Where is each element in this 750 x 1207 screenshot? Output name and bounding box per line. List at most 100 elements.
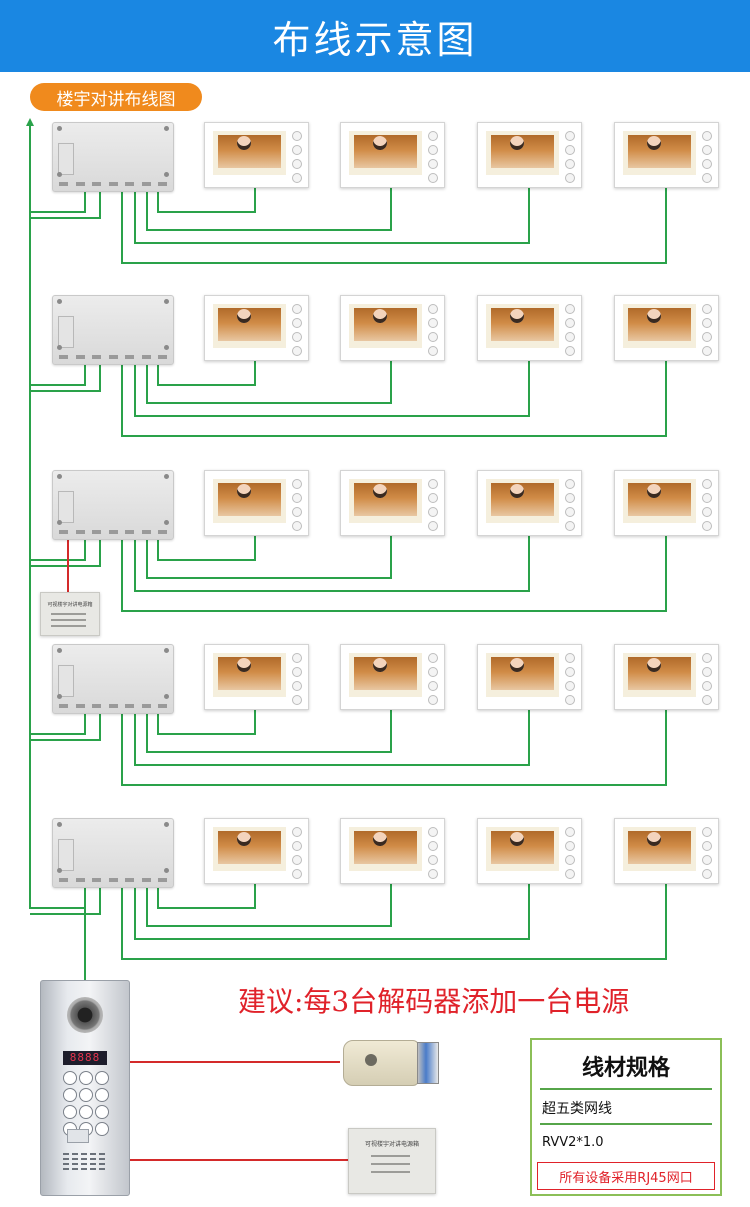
door-station: 8888 — [40, 980, 130, 1196]
monitor-screen — [486, 653, 559, 697]
spec-divider — [540, 1123, 712, 1125]
monitor-screen — [349, 131, 422, 175]
monitor-buttons — [702, 827, 712, 879]
decoder-window — [58, 491, 74, 523]
indoor-monitor — [204, 818, 309, 884]
decoder-to-monitor-wire — [134, 882, 530, 940]
decoder-to-monitor-wire — [146, 882, 392, 927]
monitor-buttons — [702, 304, 712, 356]
indoor-monitor — [614, 295, 719, 361]
decoder-ports — [59, 182, 167, 187]
keyhole-icon — [365, 1054, 377, 1066]
baby-photo-icon — [237, 484, 251, 498]
monitor-screen — [213, 479, 286, 523]
baby-photo-icon — [647, 309, 661, 323]
power-supply-label: 可视楼宇对讲电源箱 — [364, 1141, 419, 1148]
decoder-window — [58, 839, 74, 871]
key-button — [95, 1105, 109, 1119]
indoor-monitor — [477, 295, 582, 361]
baby-photo-icon — [373, 658, 387, 672]
baby-photo-icon — [510, 658, 524, 672]
monitor-screen — [349, 653, 422, 697]
decoder-3 — [52, 470, 174, 540]
decoder-to-monitor-wire — [134, 359, 530, 417]
cable-spec-box: 线材规格 超五类网线 RVV2*1.0 所有设备采用RJ45网口 — [530, 1038, 722, 1196]
monitor-screen — [623, 653, 696, 697]
baby-photo-icon — [373, 309, 387, 323]
indoor-monitor — [204, 295, 309, 361]
power-supply-box-mid: 可视楼宇对讲电源箱 — [40, 592, 100, 636]
decoder-ports — [59, 704, 167, 709]
monitor-buttons — [428, 131, 438, 183]
indoor-monitor — [204, 644, 309, 710]
decoder-to-monitor-wire — [121, 186, 667, 264]
riser-wire-inner — [30, 538, 101, 567]
riser-wire-inner — [30, 886, 101, 915]
psu-rating-line — [51, 625, 86, 627]
indoor-monitor — [477, 122, 582, 188]
section-tag: 楼宇对讲布线图 — [30, 83, 202, 111]
monitor-buttons — [565, 653, 575, 705]
speaker-grille — [63, 1153, 107, 1173]
decoder-to-monitor-wire — [134, 708, 530, 766]
psu-rating-line — [371, 1163, 410, 1165]
baby-photo-icon — [510, 484, 524, 498]
decoder-window — [58, 316, 74, 348]
monitor-screen — [623, 304, 696, 348]
key-button — [79, 1105, 93, 1119]
monitor-screen — [213, 827, 286, 871]
monitor-screen — [486, 304, 559, 348]
indoor-monitor — [614, 470, 719, 536]
decoder-window — [58, 665, 74, 697]
power-supply-box-bottom: 可视楼宇对讲电源箱 — [348, 1128, 436, 1194]
baby-photo-icon — [510, 136, 524, 150]
baby-photo-icon — [237, 309, 251, 323]
monitor-buttons — [565, 479, 575, 531]
decoder-to-monitor-wire — [146, 359, 392, 404]
monitor-screen — [349, 304, 422, 348]
decoder-to-monitor-wire — [134, 534, 530, 592]
decoder-to-monitor-wire — [146, 708, 392, 753]
arrow-up-icon — [26, 118, 34, 126]
monitor-buttons — [428, 479, 438, 531]
monitor-screen — [486, 827, 559, 871]
monitor-buttons — [292, 479, 302, 531]
indoor-monitor — [477, 644, 582, 710]
decoder-to-monitor-wire — [121, 708, 667, 786]
baby-photo-icon — [510, 832, 524, 846]
decoder-4 — [52, 644, 174, 714]
monitor-screen — [349, 827, 422, 871]
riser-wire-inner — [30, 363, 101, 392]
page-title: 布线示意图 — [272, 17, 478, 62]
monitor-buttons — [565, 304, 575, 356]
baby-photo-icon — [373, 484, 387, 498]
camera-lens-icon — [67, 997, 103, 1033]
decoder-to-monitor-wire — [121, 359, 667, 437]
monitor-buttons — [292, 827, 302, 879]
monitor-buttons — [702, 653, 712, 705]
key-button — [95, 1122, 109, 1136]
riser-wire-inner — [30, 712, 101, 741]
decoder-to-monitor-wire — [134, 186, 530, 244]
door-station-display: 8888 — [63, 1051, 107, 1065]
indoor-monitor — [477, 470, 582, 536]
key-button — [63, 1105, 77, 1119]
riser-wire-inner — [30, 190, 101, 219]
spec-title: 线材规格 — [581, 1056, 670, 1081]
psu-rating-line — [371, 1171, 410, 1173]
decoder-to-monitor-wire — [157, 359, 256, 386]
spec-footer: 所有设备采用RJ45网口 — [537, 1162, 715, 1190]
monitor-screen — [486, 479, 559, 523]
monitor-buttons — [428, 304, 438, 356]
baby-photo-icon — [647, 484, 661, 498]
baby-photo-icon — [647, 832, 661, 846]
monitor-screen — [213, 131, 286, 175]
baby-photo-icon — [647, 658, 661, 672]
monitor-screen — [623, 479, 696, 523]
key-button — [63, 1088, 77, 1102]
psu-rating-line — [371, 1155, 410, 1157]
decoder-1 — [52, 122, 174, 192]
monitor-screen — [213, 653, 286, 697]
spec-item-cat5e: 超五类网线 — [542, 1101, 612, 1117]
monitor-screen — [349, 479, 422, 523]
